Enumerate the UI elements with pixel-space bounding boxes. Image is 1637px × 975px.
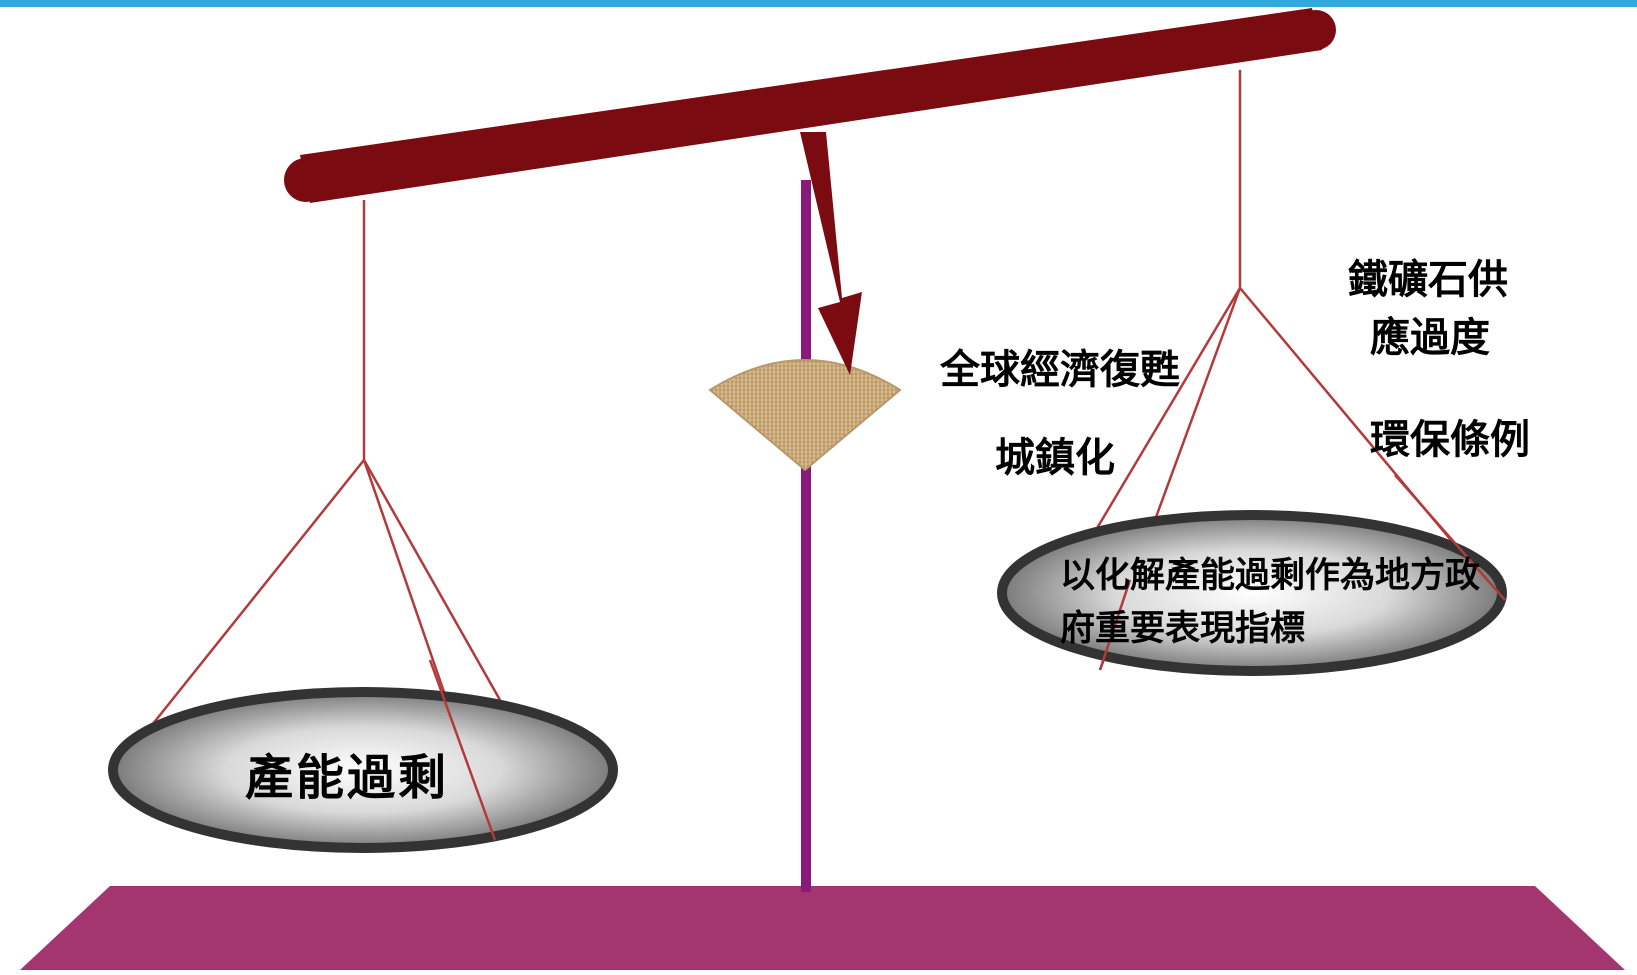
label-iron-ore-line2: 應過度 [1370,315,1490,361]
right-pan [997,510,1507,676]
right-pan-label: 以化解產能過剩作為地方政府重要表現指標 [1060,556,1481,649]
scale-pole [801,180,811,892]
label-urbanization: 城鎮化 [995,435,1115,481]
beam-right-end [1296,10,1336,50]
scale-base [20,886,1625,970]
right-pan-string-front [1098,579,1132,671]
label-global-recovery: 全球經濟復甦 [940,347,1180,393]
sack-weight [708,359,902,472]
left-pan-label: 產能過剩 [245,750,450,806]
label-environmental-rules: 環保條例 [1370,417,1530,463]
label-iron-ore-line1: 鐵礦石供 [1348,257,1508,303]
left-pan [108,687,618,853]
left-pan-string-front [428,659,497,841]
beam-left-end [284,158,328,202]
right-pan-string-front-2 [1394,474,1506,601]
down-arrow-icon [800,132,862,375]
top-accent-bar [0,0,1637,7]
scale-beam [300,8,1322,203]
